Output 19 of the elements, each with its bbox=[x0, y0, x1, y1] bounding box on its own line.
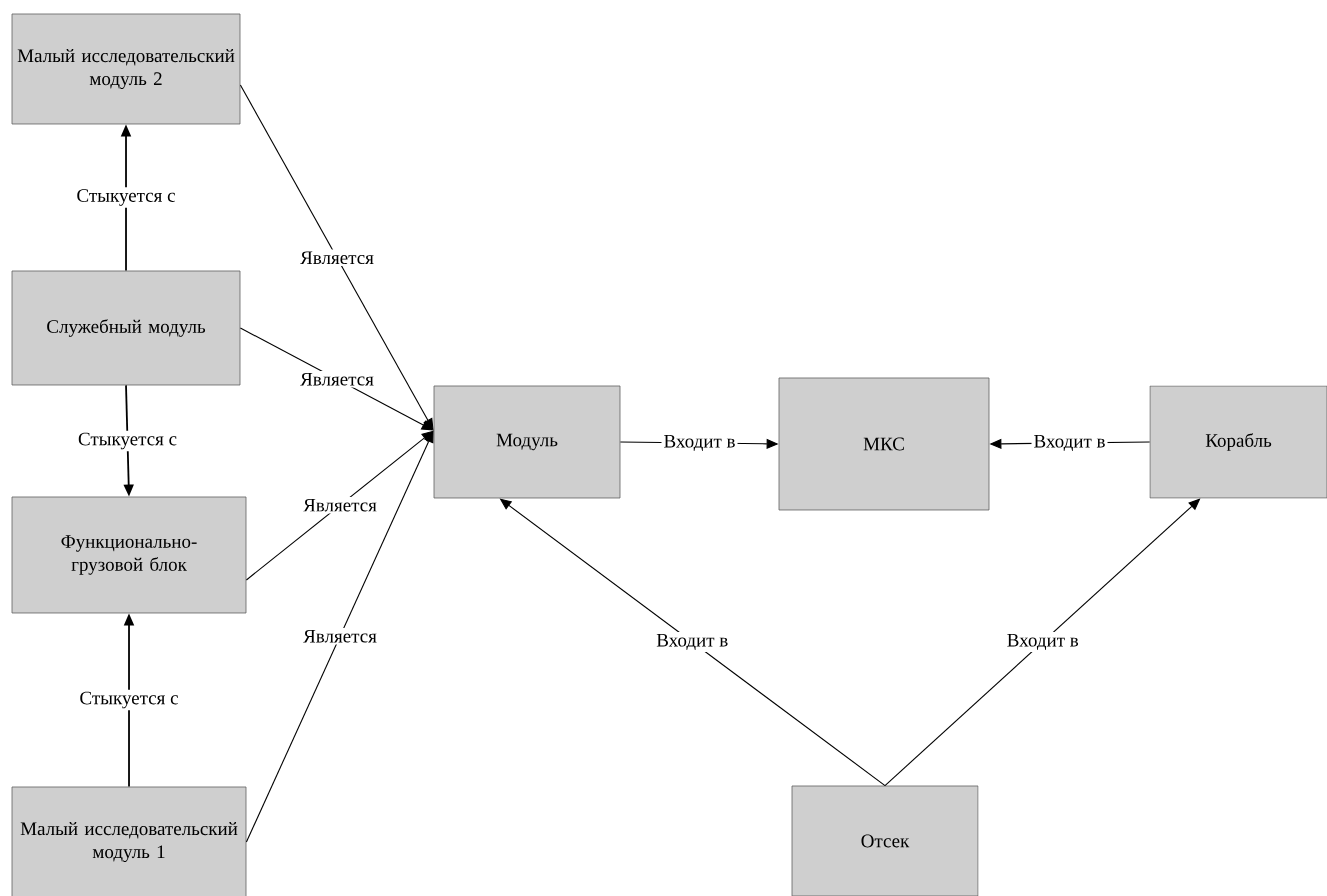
process-box: Служебный модуль bbox=[11, 270, 241, 386]
process-box: Отсек bbox=[791, 785, 979, 896]
process-box: Малый исследовательский модуль 2 bbox=[11, 13, 241, 125]
edge-label: Входит в bbox=[664, 434, 735, 452]
edge-label: Входит в bbox=[656, 633, 728, 651]
edge-label: Входит в bbox=[1034, 434, 1105, 452]
process-box: Корабль bbox=[1149, 385, 1327, 499]
edge-label: Стыкуется с bbox=[77, 189, 175, 206]
process-box: Функционально-грузовой блок bbox=[11, 496, 247, 614]
edge-label: Является bbox=[300, 372, 374, 386]
edge-label: Является bbox=[303, 498, 377, 512]
process-box: Модуль bbox=[433, 385, 621, 499]
edge-label: Стыкуется с bbox=[78, 432, 177, 450]
edge-label: Является bbox=[300, 251, 374, 265]
process-box: МКС bbox=[778, 377, 990, 511]
edge-label: Является bbox=[303, 629, 377, 643]
edge-label: Стыкуется с bbox=[80, 691, 178, 709]
process-box: Малый исследовательский модуль 1 bbox=[11, 786, 247, 896]
edge-label: Входит в bbox=[1007, 633, 1079, 651]
